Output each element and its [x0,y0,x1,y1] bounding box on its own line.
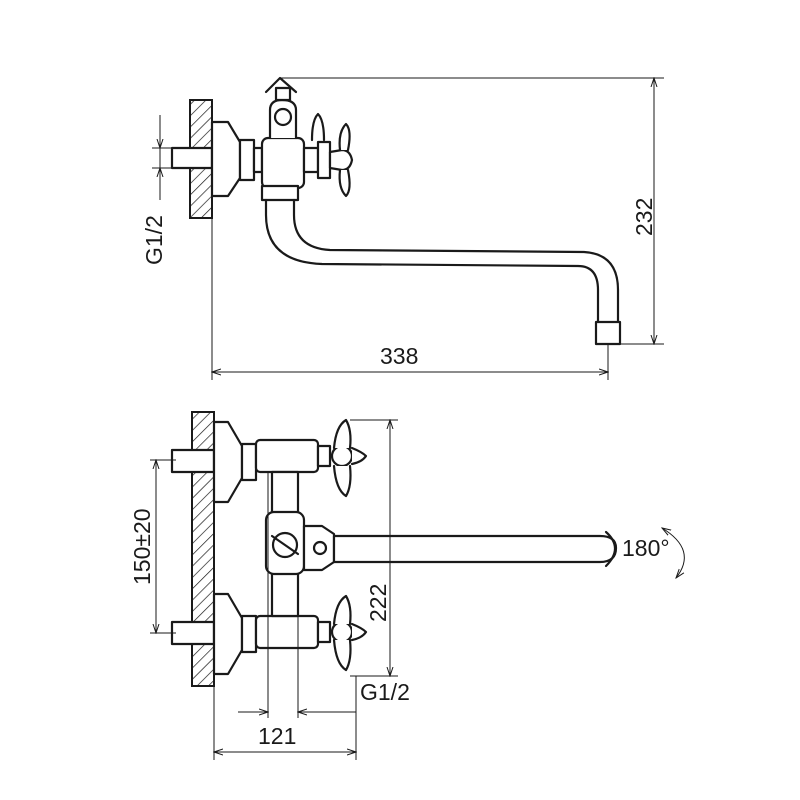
escutcheon [210,120,242,198]
thread-label-front: G1/2 [360,679,410,705]
dim-232: 232 [631,198,657,236]
swivel-collar [260,184,300,202]
spout-front [332,534,618,564]
shower-holder-hole [273,107,293,127]
front-view: 180° 150±20 222 G1/2 121 [129,411,685,760]
dim-150: 150±20 [129,508,155,585]
wall-section-front [191,411,215,687]
escutcheon-lower [212,592,244,676]
rotation-label: 180° [622,535,670,561]
thread-label-top: G1/2 [141,215,167,265]
dim-338: 338 [380,343,418,369]
mixer-body [260,136,306,190]
aerator [594,320,622,346]
valve-body-lower [254,614,320,650]
spout [264,198,600,327]
escutcheon-upper [212,420,244,504]
valve-body-upper [254,438,320,474]
top-view: G1/2 232 338 [141,76,664,380]
cross-handle [328,148,354,172]
rotation-arc [662,528,685,578]
dim-222: 222 [365,584,391,622]
inlet-pipe [170,146,214,170]
escutcheon-nut [238,138,256,182]
cross-handle-lower [330,594,368,672]
cross-handle-upper [330,418,368,498]
dim-121: 121 [258,723,296,749]
